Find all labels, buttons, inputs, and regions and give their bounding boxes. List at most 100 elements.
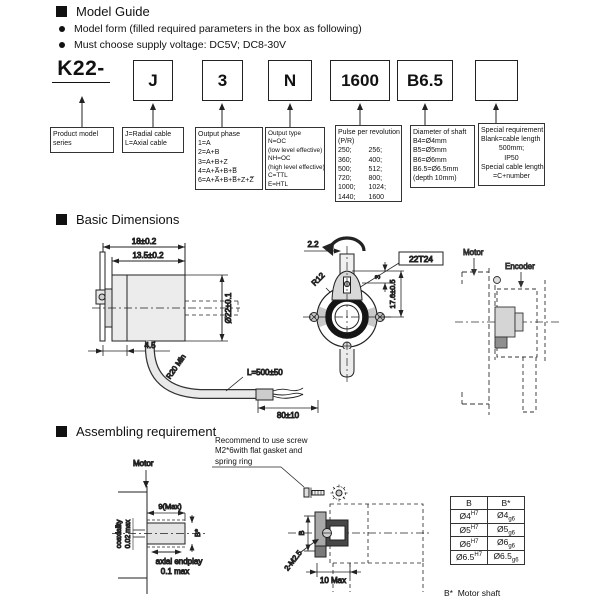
section-model-guide: Model Guide <box>56 4 150 19</box>
text-line: 256; <box>368 147 383 155</box>
dim-cable-strip: 80±10 <box>277 411 300 420</box>
model-box-phase: 3 <box>202 60 243 101</box>
param-box-ppr: Pulse per revolution(P/R) 250;256;360;40… <box>335 125 402 202</box>
text-line: series <box>53 140 72 148</box>
table-header-b: B <box>450 496 488 510</box>
text-line: 1=A <box>198 140 211 148</box>
dim-radius: R12 <box>310 270 327 287</box>
dim-clamp-depth: 3 <box>373 275 382 279</box>
section-title: Assembling requirement <box>76 424 217 439</box>
bullet-dot-icon <box>59 26 65 32</box>
dim-shaft-length: 9(Max) <box>158 502 182 511</box>
drawings-layer: 18±0.2 13.5±0.2 Ø22±0.1 4.5 R20 Min L=50… <box>88 236 560 594</box>
model-box-shaft: B6.5 <box>397 60 453 101</box>
drawing-side-view: 18±0.2 13.5±0.2 Ø22±0.1 4.5 R20 Min L=50… <box>88 237 319 421</box>
text-line: B6=Ø6mm <box>413 156 447 164</box>
text-line: 2=A+B <box>198 149 220 157</box>
text-line: 250; <box>338 147 352 155</box>
dim-body-width: 13.5±0.2 <box>132 251 164 260</box>
drawing-assembly-view: Motor Encoder <box>455 248 560 415</box>
bullet-text: Model form (filled required parameters i… <box>74 23 362 35</box>
section-square-icon <box>56 6 67 17</box>
text-line: (P/R) <box>338 138 355 146</box>
section-title: Basic Dimensions <box>76 212 180 227</box>
text-line: 1000; <box>338 184 356 192</box>
text-line: Diameter of shaft <box>413 129 467 136</box>
text-line: 4=A+A̅+B+B̅ <box>198 167 237 175</box>
text-line: IP50 <box>504 154 519 162</box>
text-line: J=Radial cable <box>125 131 172 138</box>
text-line: Output type <box>268 130 302 137</box>
value-axial-endplay: 0.1 max <box>161 567 189 576</box>
param-box-product-series: Product model series <box>50 127 114 153</box>
label-coaxiality: coaxiality <box>116 519 123 548</box>
label-clamp-tag: 22T24 <box>409 254 433 264</box>
text-line: 500; <box>338 165 352 173</box>
drawing-front-view: 2.2 22T24 R12 3 17.6±0.5 <box>303 236 444 384</box>
text-line: B6.5=Ø6.5mm <box>413 165 459 173</box>
table-row: Ø6H7 Ø6g6 <box>450 536 525 552</box>
dim-clamp-height: 17.6±0.5 <box>388 279 397 308</box>
ppr-values: 250;256;360;400;500;512;720;800;1000;102… <box>338 146 399 201</box>
drawing-assembling-encoder: B 2-M2.5 10 Max <box>212 466 430 592</box>
bullet-dot-icon <box>59 42 65 48</box>
text-line: C=TTL <box>268 172 288 180</box>
text-line: 360; <box>338 156 352 164</box>
model-box-cable: J <box>133 60 173 101</box>
section-assembling: Assembling requirement <box>56 424 216 439</box>
drawing-assembling-shaft: Motor 9(Max) coaxiality 0.02 max B* axia… <box>112 459 205 594</box>
text-line: (high level effective) <box>268 163 325 171</box>
dim-total-width: 18±0.2 <box>132 237 157 246</box>
tolerance-table: B B* Ø4H7 Ø4g6 Ø5H7 Ø5g6 Ø6H7 Ø6g6 Ø6.5H… <box>450 496 525 565</box>
text-line: Pulse per revolution <box>338 129 400 136</box>
section-basic-dimensions: Basic Dimensions <box>56 212 179 227</box>
text-line: Recommend to use screw <box>215 436 308 445</box>
dim-bore: B <box>297 530 306 535</box>
model-prefix: K22- <box>52 57 110 83</box>
dim-cable-bend-radius: R20 Min <box>164 353 187 381</box>
text-line: 3=A+B+Z <box>198 158 228 166</box>
dim-cable-length: L=500±50 <box>247 368 283 377</box>
text-line: E=HTL <box>268 180 289 188</box>
text-line: =C+number <box>493 173 530 181</box>
text-line: Special cable length <box>481 163 544 171</box>
cell-bs: Ø4g6 <box>487 509 525 524</box>
text-line: 1440; <box>338 193 356 201</box>
dim-body-diameter: Ø22±0.1 <box>224 292 233 323</box>
text-line: M2*6with flat gasket and <box>215 446 303 456</box>
section-square-icon <box>56 426 67 437</box>
label-motor: Motor <box>133 459 154 468</box>
bullet-supply-voltage: Must choose supply voltage: DC5V; DC8-30… <box>59 39 286 51</box>
text-line: 512; <box>368 165 383 173</box>
label-encoder: Encoder <box>505 262 535 271</box>
text-line: NH=OC <box>268 155 291 163</box>
text-line: 6=A+A̅+B+B̅+Z+Z̅ <box>198 177 254 185</box>
cell-b: Ø6H7 <box>450 536 488 552</box>
text-line: B4=Ø4mm <box>413 138 447 146</box>
text-line: L=Axial cable <box>125 140 167 148</box>
dim-offset: 4.5 <box>144 341 156 350</box>
bullet-model-form: Model form (filled required parameters i… <box>59 23 362 35</box>
dim-insert-depth: 10 Max <box>320 576 346 585</box>
table-row: Ø5H7 Ø5g6 <box>450 522 525 538</box>
value-coaxiality: 0.02 max <box>125 519 132 548</box>
text-line: Output phase <box>198 131 241 138</box>
text-line: 1024; <box>368 184 387 192</box>
cell-b: Ø5H7 <box>450 522 488 538</box>
bullet-text: Must choose supply voltage: DC5V; DC8-30… <box>74 39 287 51</box>
cell-bs: Ø6.5g6 <box>487 550 525 565</box>
model-box-ppr: 1600 <box>330 60 390 101</box>
cell-bs: Ø6g6 <box>487 536 525 552</box>
dim-shaft-diameter: B* <box>193 529 202 537</box>
text-line: N=OC <box>268 138 286 146</box>
table-header-bs: B* <box>487 496 525 510</box>
text-line: Special requirement <box>481 127 544 134</box>
label-axial-endplay: axial endplay <box>156 557 203 566</box>
text-line: Blank=cable length <box>481 136 541 144</box>
text-line: B5=Ø5mm <box>413 147 447 155</box>
label-screws: 2-M2.5 <box>282 548 303 572</box>
cell-b: Ø6.5H7 <box>450 550 488 565</box>
text-line: Product model <box>53 131 99 138</box>
